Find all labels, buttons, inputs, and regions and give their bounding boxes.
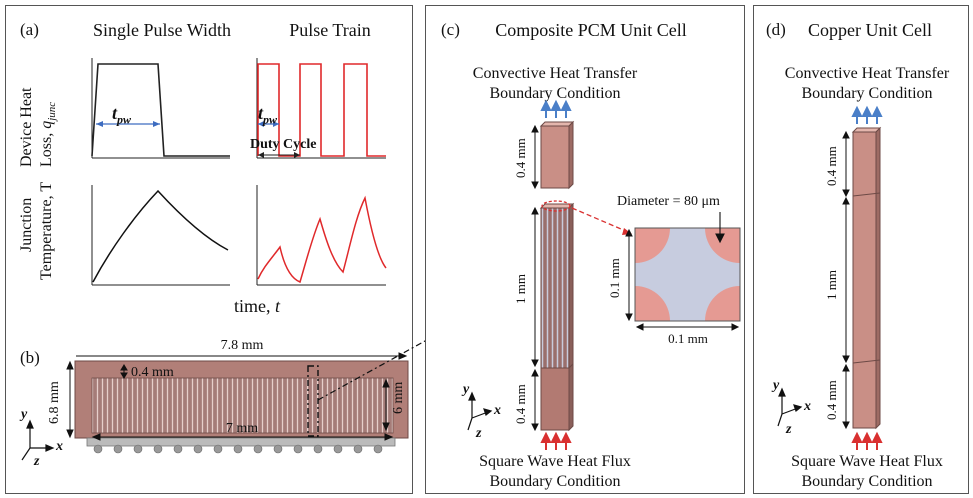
panel-c-title: Composite PCM Unit Cell [495, 20, 687, 40]
panel-d-dim-mid: 1 mm [824, 270, 839, 300]
dim-6-8mm [66, 360, 74, 439]
tpw-arrow-right [258, 121, 279, 127]
dim-0-4mm [120, 364, 128, 379]
panel-d-blue-arrows [851, 105, 883, 124]
panel-c-top-bc-2: Boundary Condition [489, 85, 621, 102]
panel-b-axes [21, 419, 55, 461]
panel-c-dims [531, 124, 539, 432]
panel-d-top-bc-1: Convective Heat Transfer [784, 65, 950, 82]
tpw-label-right: tpw [258, 103, 278, 127]
panel-c-axis-z: z [476, 426, 482, 441]
panel-a-label: (a) [20, 20, 39, 39]
cell-dims [625, 228, 740, 331]
panel-d-dim-bottom: 0.4 mm [824, 380, 839, 420]
panel-c-axis-y: y [463, 382, 470, 397]
panel-c-top-bc-1: Convective Heat Transfer [472, 65, 638, 82]
panel-d-axis-y: y [773, 378, 780, 393]
panel-d-label: (d) [766, 20, 786, 39]
panel-b-axis-y: y [21, 407, 28, 422]
duty-cycle-label: Duty Cycle [250, 137, 317, 152]
panel-c-blue-arrows [540, 99, 572, 118]
train-temp-plot [256, 185, 387, 286]
panel-b-label: (b) [20, 348, 40, 367]
panel-d-bottom-bc-1: Square Wave Heat Flux [791, 453, 943, 470]
panel-b-axis-x: x [56, 439, 63, 454]
pcm-bottom-block [540, 362, 574, 432]
panel-c-label: (c) [441, 20, 460, 39]
panel-d-bottom-bc-2: Boundary Condition [801, 473, 933, 490]
single-temp-plot [91, 185, 230, 286]
dim-6mm [382, 378, 390, 432]
panel-d-title: Copper Unit Cell [808, 20, 932, 40]
diameter-label: Diameter = 80 μm [617, 194, 720, 209]
panel-d-dim-top: 0.4 mm [824, 146, 839, 186]
cell-width-label: 0.1 mm [668, 331, 708, 346]
panel-d-top-bc-2: Boundary Condition [801, 85, 933, 102]
duty-cycle-arrow [258, 152, 300, 158]
pcm-top-block [539, 120, 575, 190]
panel-c-bottom-bc-2: Boundary Condition [489, 473, 621, 490]
tpw-arrow-left [96, 121, 160, 127]
panel-c-axes [467, 391, 493, 431]
panel-d-axis-x: x [804, 399, 811, 414]
panel-b-axis-z: z [34, 454, 40, 469]
panel-c-red-arrows [540, 431, 572, 450]
single-pulse-plot [91, 58, 230, 159]
dim-7-8mm-label: 7.8 mm [220, 338, 264, 353]
diameter-arrow [715, 212, 725, 244]
unit-cell-highlight [307, 365, 319, 437]
tpw-label-left: tpw [112, 103, 132, 127]
pulse-train-plot [256, 58, 386, 159]
dim-7mm-label: 7 mm [225, 421, 259, 436]
time-axis-label: time, t [234, 296, 281, 316]
pcm-top-highlight [541, 200, 571, 212]
pcm-cross-section [634, 227, 741, 322]
panel-d-axis-z: z [786, 422, 792, 437]
dim-7mm [91, 433, 394, 441]
panel-d-axes [777, 387, 803, 427]
solder-bumps [93, 444, 383, 454]
panel-d-dims [842, 130, 850, 430]
panel-d-red-arrows [851, 431, 883, 450]
copper-column [851, 126, 882, 430]
panel-a-title-left: Single Pulse Width [93, 20, 231, 40]
panel-c-axis-x: x [494, 403, 501, 418]
panel-a-title-right: Pulse Train [289, 20, 371, 40]
panel-c-bottom-bc-1: Square Wave Heat Flux [479, 453, 631, 470]
pcm-fin-region [91, 377, 394, 434]
dim-0-4mm-label: 0.4 mm [131, 365, 174, 380]
